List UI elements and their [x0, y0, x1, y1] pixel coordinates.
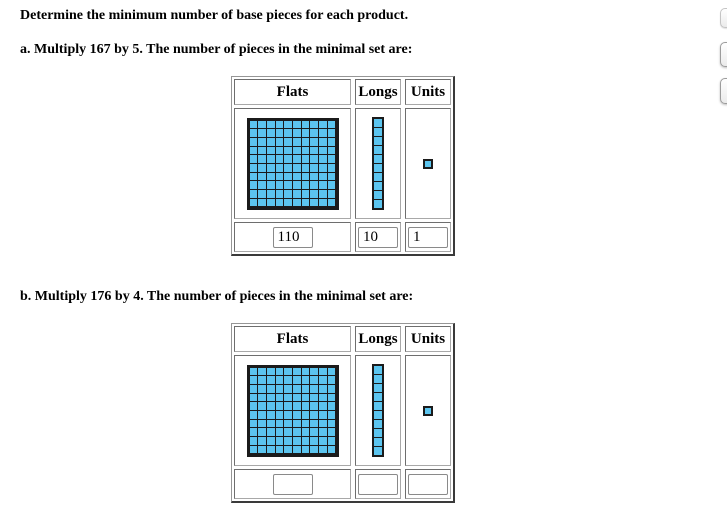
- longs-count-input-a[interactable]: [358, 226, 398, 248]
- problem-b-prompt: b. Multiply 176 by 4. The number of piec…: [20, 289, 414, 304]
- longs-column-a: Longs: [355, 79, 401, 252]
- longs-column-b: Longs: [355, 326, 401, 499]
- column-header-flats: Flats: [234, 326, 351, 352]
- longs-count-input-b[interactable]: [358, 473, 398, 495]
- flat-block-icon: [246, 364, 339, 457]
- units-column-b: Units: [405, 326, 451, 499]
- page-title: Determine the minimum number of base pie…: [20, 8, 409, 23]
- flats-count-input-a[interactable]: [272, 226, 313, 248]
- long-piece-cell: [355, 355, 401, 466]
- base-pieces-table-b: Flats Longs Units: [231, 323, 455, 503]
- flat-piece-cell: [234, 108, 351, 219]
- column-header-units: Units: [405, 326, 451, 352]
- units-count-input-a[interactable]: [408, 226, 448, 248]
- flats-column-a: Flats: [234, 79, 351, 252]
- flats-input-cell: [234, 469, 351, 499]
- flat-piece-cell: [234, 355, 351, 466]
- units-input-cell: [405, 469, 451, 499]
- long-block-icon: [372, 364, 384, 457]
- longs-input-cell: [355, 222, 401, 252]
- side-button-middle[interactable]: [720, 42, 727, 67]
- flats-column-b: Flats: [234, 326, 351, 499]
- unit-piece-cell: [405, 108, 451, 219]
- column-header-longs: Longs: [355, 326, 401, 352]
- column-header-units: Units: [405, 79, 451, 105]
- unit-block-icon: [423, 405, 433, 416]
- unit-piece-cell: [405, 355, 451, 466]
- problem-a-prompt: a. Multiply 167 by 5. The number of piec…: [20, 42, 413, 57]
- flats-count-input-b[interactable]: [272, 473, 313, 495]
- unit-block-icon: [423, 158, 433, 169]
- long-piece-cell: [355, 108, 401, 219]
- long-block-icon: [372, 117, 384, 210]
- longs-input-cell: [355, 469, 401, 499]
- base-pieces-table-a: Flats Longs Units: [231, 76, 455, 256]
- units-input-cell: [405, 222, 451, 252]
- column-header-flats: Flats: [234, 79, 351, 105]
- flat-block-icon: [246, 117, 339, 210]
- units-column-a: Units: [405, 79, 451, 252]
- side-button-bottom[interactable]: [720, 78, 727, 104]
- side-button-top[interactable]: [720, 8, 727, 28]
- column-header-longs: Longs: [355, 79, 401, 105]
- flats-input-cell: [234, 222, 351, 252]
- units-count-input-b[interactable]: [408, 473, 448, 495]
